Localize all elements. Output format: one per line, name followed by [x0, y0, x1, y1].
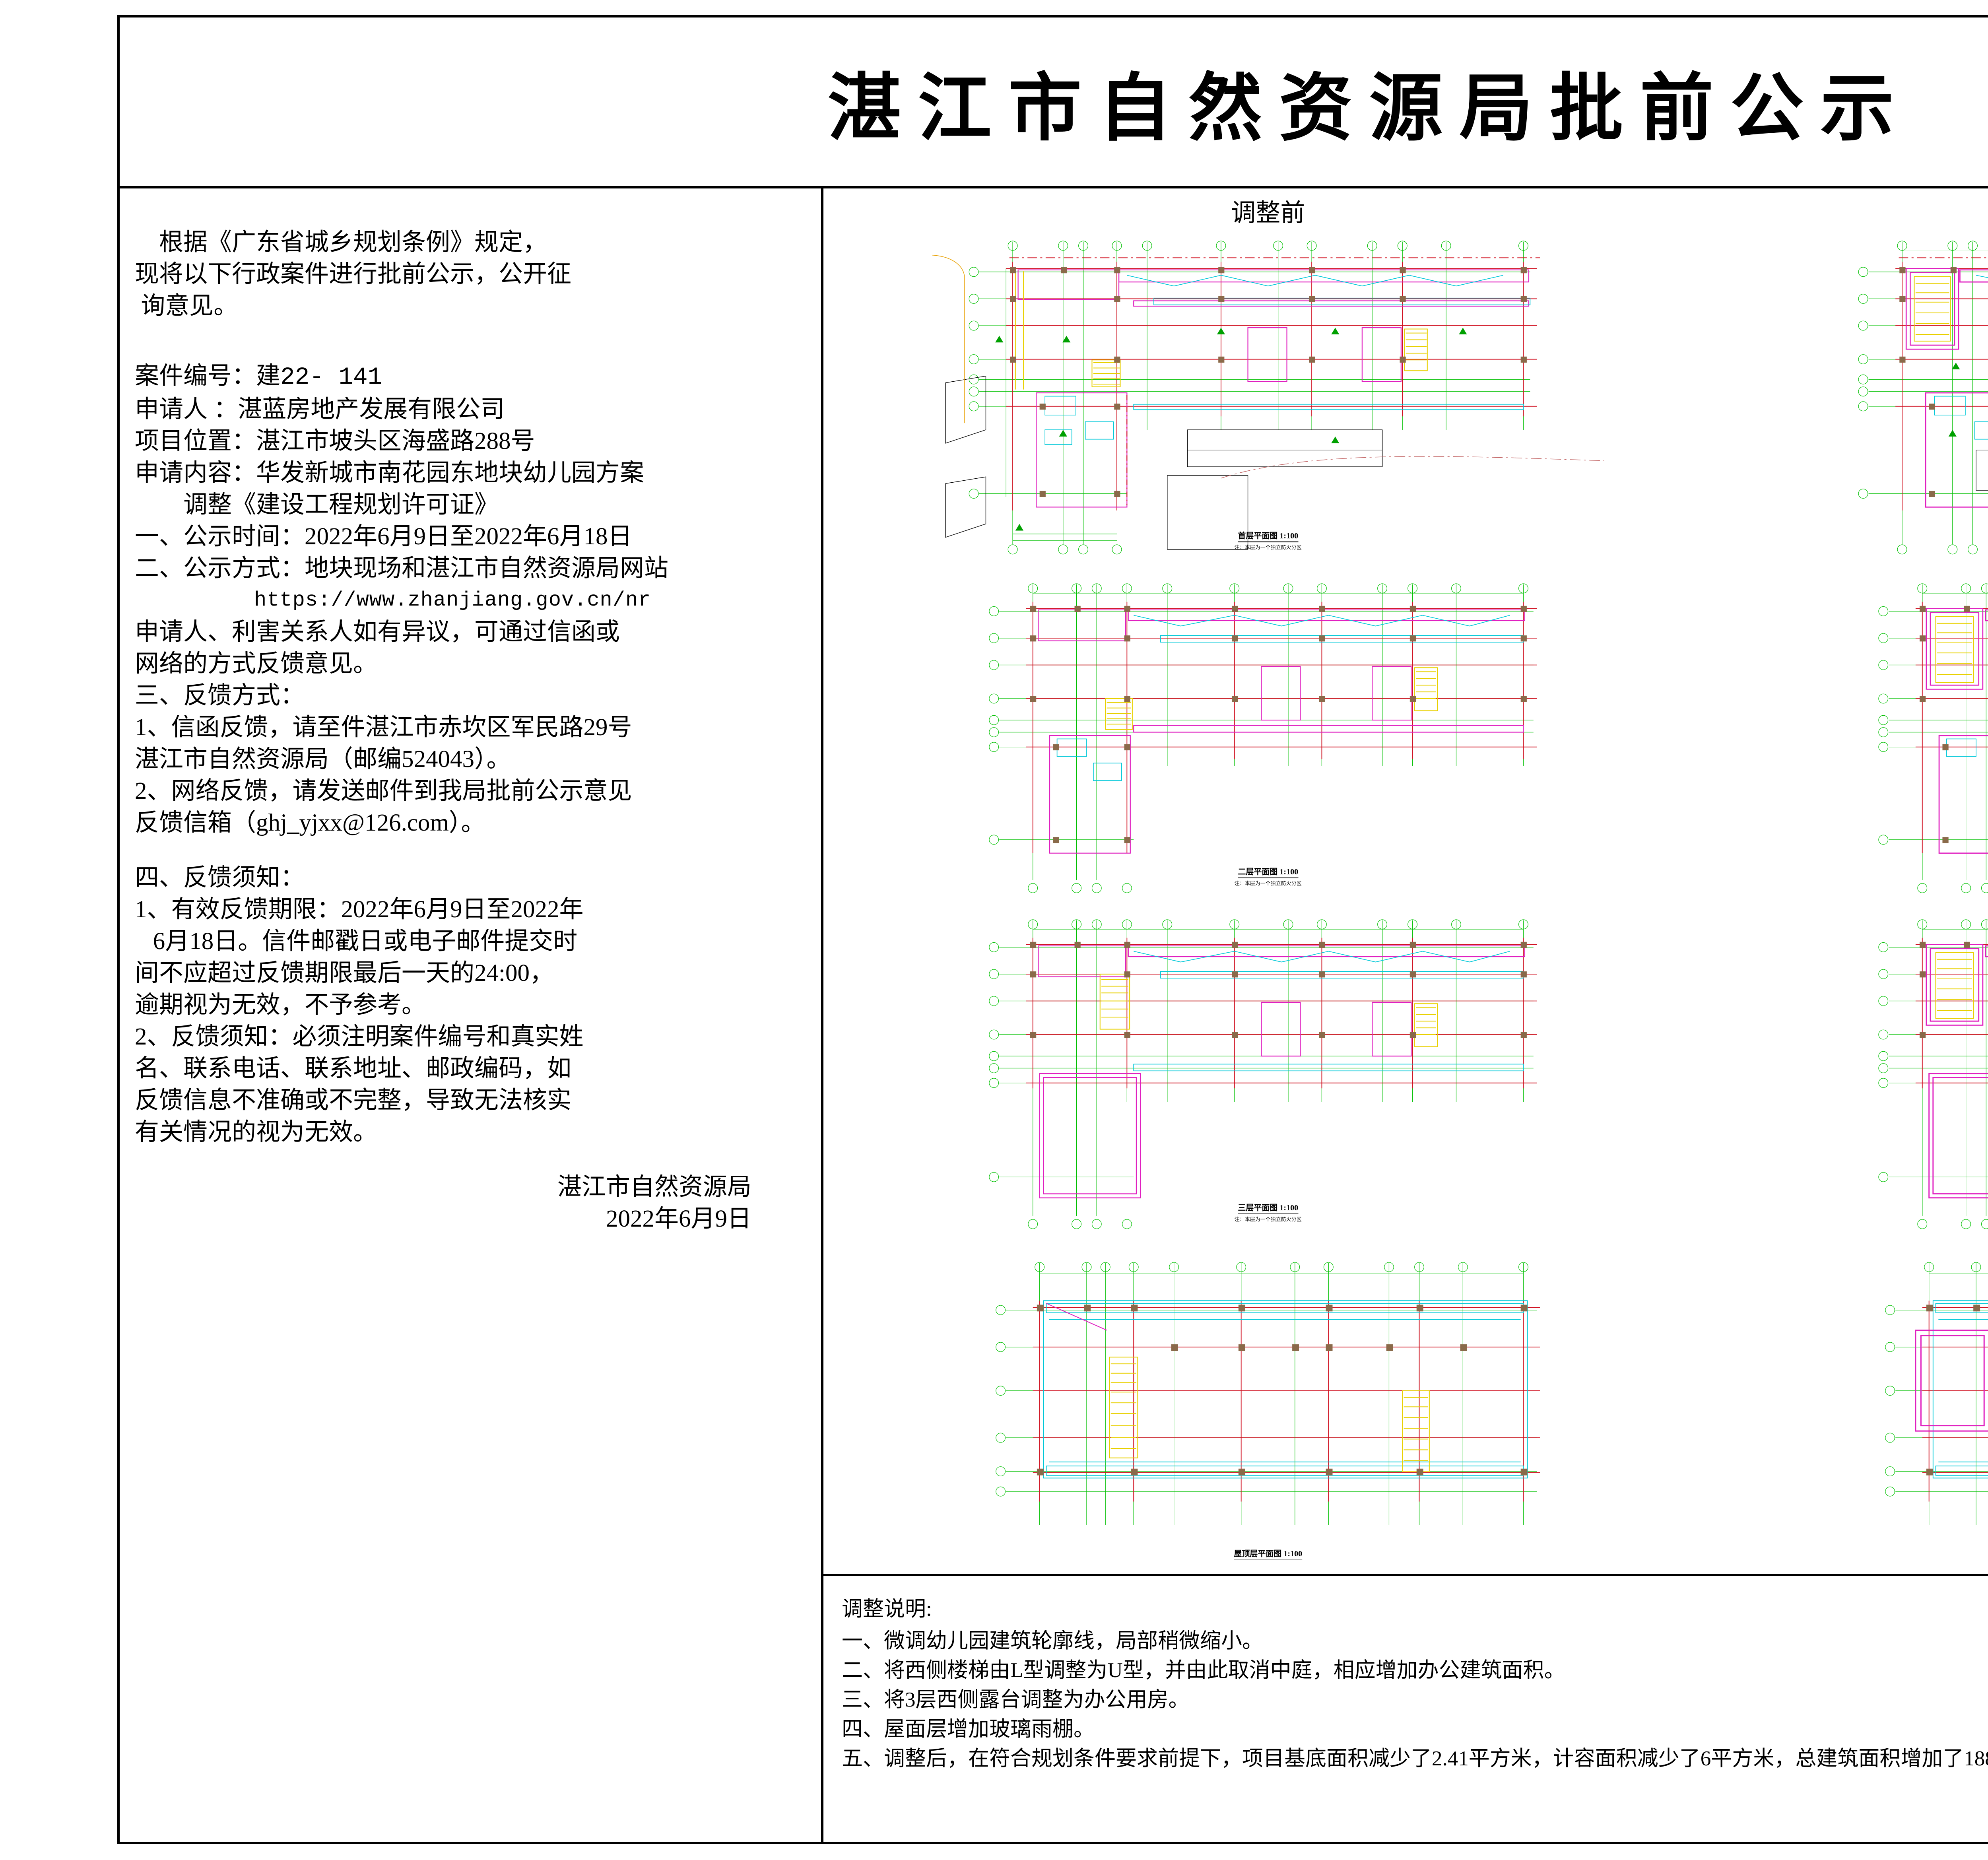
adjustment-note-item: 一、微调幼儿园建筑轮廓线，局部稍微缩小。	[842, 1629, 1263, 1652]
case-number-value: 建22- 141	[256, 364, 382, 391]
plan-before-floor1[interactable]: 首层平面图 1:100 注：本层为一个独立防火分区	[823, 228, 1713, 564]
plan-before-roof[interactable]: 屋顶层平面图 1:100	[823, 1236, 1713, 1572]
notice-item-3: 三、反馈方式：	[135, 682, 305, 709]
notice-item-4: 四、反馈须知：	[135, 864, 305, 891]
public-notice-sheet: 湛江市自然资源局批前公示 根据《广东省城乡规划条例》规定， 现将以下行政案件进行…	[117, 15, 1988, 1844]
notice-objection-paragraph: 申请人、利害关系人如有异议，可通过信函或 网络的方式反馈意见。	[135, 619, 620, 677]
floorplan-drawing	[989, 583, 1537, 893]
notice-item-3-2a: 2、网络反馈，请发送邮件到我局批前公示意见	[135, 778, 632, 804]
plan-scale: 1:100	[1279, 532, 1299, 540]
adjustment-notes-title: 调整说明:	[842, 1598, 932, 1621]
notice-item-4-2: 2、反馈须知：必须注明案件编号和真实姓 名、联系电话、联系地址、邮政编码，如 反…	[135, 1023, 584, 1146]
plan-after-floor2[interactable]: 二层平面图 1:100 注：本层为一个独立防火分区	[1713, 564, 1988, 900]
content-label: 申请内容：	[135, 460, 256, 486]
plan-title: 三层平面图 1:100 注：本层为一个独立防火分区	[1235, 1201, 1302, 1223]
plan-note: 注：本层为一个独立防火分区	[1234, 544, 1302, 550]
adjustment-note-item: 二、将西侧楼梯由L型调整为U型，并由此取消中庭，相应增加办公建筑面积。	[842, 1659, 1565, 1682]
plan-title: 屋顶层平面图 1:100	[1234, 1547, 1303, 1560]
case-number-row: 案件编号：建22- 141	[135, 360, 805, 394]
plan-title-text: 二层平面图	[1238, 868, 1278, 876]
floorplan-drawing	[1858, 241, 1988, 555]
plan-title-text: 屋顶层平面图	[1234, 1549, 1282, 1558]
plan-scale: 1:100	[1279, 868, 1299, 876]
content-value-2: 调整《建设工程规划许可证》	[183, 491, 499, 518]
plan-note: 注：本层为一个独立防火分区	[1234, 1216, 1302, 1222]
adjustment-note-item: 四、屋面层增加玻璃雨棚。	[842, 1718, 1095, 1741]
page-title: 湛江市自然资源局批前公示	[827, 68, 1911, 150]
plan-after-floor3[interactable]: 三层平面图 1:100 注：本层为一个独立防火分区	[1713, 900, 1988, 1236]
plans-after: 首层平面图 1:100 注：本层为一个独立防火分区	[1713, 228, 1988, 1572]
plan-title-text: 首层平面图	[1238, 532, 1278, 540]
location-value: 湛江市坡头区海盛路288号	[256, 428, 535, 454]
plan-scale: 1:100	[1279, 1204, 1299, 1212]
applicant-label: 申请人 ：	[135, 396, 238, 423]
drawing-column: 调整前 调整后	[823, 188, 1988, 1844]
plan-title-text: 三层平面图	[1238, 1204, 1278, 1212]
content-row: 申请内容：华发新城市南花园东地块幼儿园方案	[135, 457, 805, 489]
plan-after-floor1[interactable]: 首层平面图 1:100 注：本层为一个独立防火分区	[1713, 228, 1988, 564]
panel-header-after: 调整后	[1713, 192, 1988, 228]
drawing-area: 调整前 调整后	[823, 188, 1988, 1576]
adjustment-notes: 调整说明: 一、微调幼儿园建筑轮廓线，局部稍微缩小。 二、将西侧楼梯由L型调整为…	[823, 1576, 1988, 1844]
location-label: 项目位置：	[135, 428, 256, 454]
floorplan-drawing	[1885, 1262, 1988, 1525]
plan-after-roof[interactable]: 屋顶层平面图 1:100	[1713, 1236, 1988, 1572]
plan-note: 注：本层为一个独立防火分区	[1234, 880, 1302, 886]
notice-website-url[interactable]: https://www.zhanjiang.gov.cn/nr	[254, 588, 651, 612]
notice-item-4-1: 1、有效反馈期限：2022年6月9日至2022年 6月18日。信件邮戳日或电子邮…	[135, 896, 584, 1018]
title-band: 湛江市自然资源局批前公示	[120, 17, 1988, 188]
notice-item-1: 一、公示时间：2022年6月9日至2022年6月18日	[135, 523, 632, 550]
notice-intro: 根据《广东省城乡规划条例》规定， 现将以下行政案件进行批前公示，公开征 询意见。	[135, 229, 572, 319]
adjustment-note-item: 三、将3层西侧露台调整为办公用房。	[842, 1688, 1190, 1711]
floorplan-drawing	[1878, 919, 1988, 1229]
case-number-label: 案件编号：	[135, 363, 256, 389]
panel-header-before: 调整前	[1231, 200, 1305, 227]
plan-title: 首层平面图 1:100 注：本层为一个独立防火分区	[1235, 529, 1302, 551]
content-value-1: 华发新城市南花园东地块幼儿园方案	[256, 460, 645, 486]
sheet-body: 根据《广东省城乡规划条例》规定， 现将以下行政案件进行批前公示，公开征 询意见。…	[120, 188, 1988, 1844]
floorplan-drawing	[932, 241, 1604, 555]
plan-scale: 1:100	[1283, 1549, 1303, 1558]
signature-date: 2022年6月9日	[606, 1206, 751, 1232]
notice-item-3-1: 1、信函反馈，请至件湛江市赤坎区军民路29号 湛江市自然资源局（邮编524043…	[135, 714, 632, 773]
location-row: 项目位置：湛江市坡头区海盛路288号	[135, 425, 805, 457]
notice-column: 根据《广东省城乡规划条例》规定， 现将以下行政案件进行批前公示，公开征 询意见。…	[120, 188, 823, 1844]
floorplan-drawing	[989, 919, 1537, 1229]
plan-before-floor2[interactable]: 二层平面图 1:100 注：本层为一个独立防火分区	[823, 564, 1713, 900]
adjustment-note-item: 五、调整后，在符合规划条件要求前提下，项目基底面积减少了2.41平方米，计容面积…	[842, 1747, 1988, 1770]
floorplan-drawing	[1878, 583, 1988, 893]
applicant-value: 湛蓝房地产发展有限公司	[238, 396, 505, 423]
applicant-row: 申请人 ：湛蓝房地产发展有限公司	[135, 394, 805, 425]
notice-item-2: 二、公示方式：地块现场和湛江市自然资源局网站	[135, 555, 669, 582]
notice-item-3-2b: 反馈信箱（ghj_yjxx@126.com）。	[135, 810, 485, 836]
plans-before: 首层平面图 1:100 注：本层为一个独立防火分区	[823, 228, 1713, 1572]
signature-organization: 湛江市自然资源局	[557, 1174, 751, 1200]
plan-before-floor3[interactable]: 三层平面图 1:100 注：本层为一个独立防火分区	[823, 900, 1713, 1236]
floorplan-drawing	[996, 1262, 1540, 1525]
plan-title: 二层平面图 1:100 注：本层为一个独立防火分区	[1235, 865, 1302, 887]
